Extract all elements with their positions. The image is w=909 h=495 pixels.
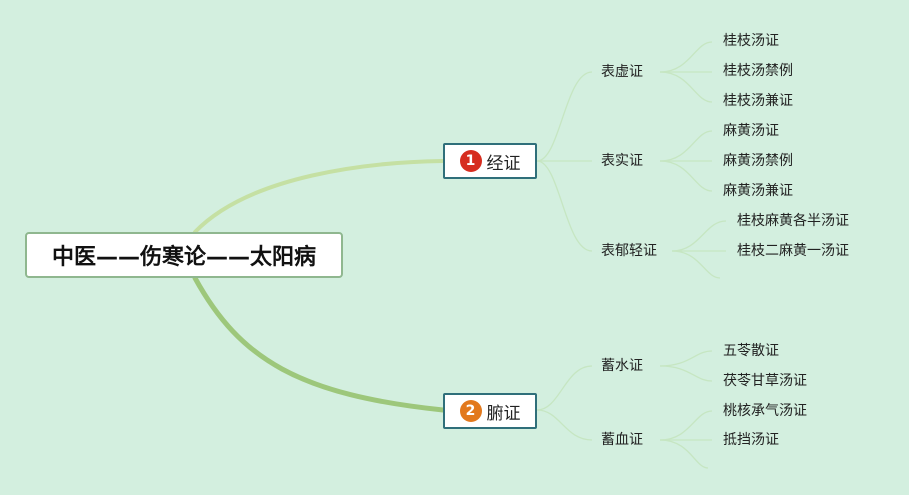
connector-g2-i1 <box>659 130 713 162</box>
connector-g1-i3 <box>659 71 713 103</box>
leaf-item[interactable]: 麻黄汤禁例 <box>723 153 793 169</box>
branch-label: 腑证 <box>486 403 521 424</box>
connector-g2-i3 <box>659 160 713 192</box>
leaf-item[interactable]: 茯苓甘草汤证 <box>723 373 807 389</box>
connector-g3-i1 <box>671 220 727 252</box>
connector-branch2-group1 <box>536 365 593 411</box>
branch-label: 经证 <box>486 153 521 174</box>
leaf-item[interactable]: 桂枝麻黄各半汤证 <box>737 213 849 229</box>
connector-g4-i2 <box>659 365 713 382</box>
leaf-item[interactable]: 抵挡汤证 <box>723 432 779 448</box>
leaf-item[interactable]: 麻黄汤兼证 <box>723 183 793 199</box>
number-badge-2: 2 <box>459 400 482 422</box>
connector-root-branch2 <box>192 275 446 413</box>
connector-branch1-group3 <box>536 160 593 252</box>
connector-branch1-group1 <box>536 71 593 162</box>
group-label[interactable]: 表虚证 <box>601 64 643 80</box>
connector-g5-i1 <box>659 410 713 441</box>
connector-g3-i3 <box>671 250 721 279</box>
branch-node-fuzheng[interactable]: 2 腑证 <box>443 393 537 429</box>
leaf-item[interactable]: 桂枝汤禁例 <box>723 63 793 79</box>
root-topic-label: 中医——伤寒论——太阳病 <box>51 245 316 270</box>
group-label[interactable]: 蓄水证 <box>601 358 643 374</box>
leaf-item[interactable]: 麻黄汤证 <box>723 123 779 139</box>
group-label[interactable]: 蓄血证 <box>601 432 643 448</box>
leaf-item[interactable]: 桃核承气汤证 <box>723 403 807 419</box>
connector-branch2-group2 <box>536 409 593 441</box>
number-badge-1: 1 <box>459 150 482 172</box>
leaf-item[interactable]: 桂枝汤兼证 <box>723 93 793 109</box>
connector-g1-i1 <box>659 41 713 73</box>
group-label[interactable]: 表实证 <box>601 153 643 169</box>
branch-node-jingzheng[interactable]: 1 经证 <box>443 143 537 179</box>
root-topic[interactable]: 中医——伤寒论——太阳病 <box>25 232 343 278</box>
connector-root-branch1 <box>193 159 445 234</box>
leaf-item[interactable]: 桂枝汤证 <box>723 33 779 49</box>
leaf-item[interactable]: 五苓散证 <box>723 343 779 359</box>
connector-g4-i1 <box>659 350 713 367</box>
group-label[interactable]: 表郁轻证 <box>601 243 657 259</box>
connector-g5-i3 <box>659 439 709 469</box>
leaf-item[interactable]: 桂枝二麻黄一汤证 <box>737 243 849 259</box>
